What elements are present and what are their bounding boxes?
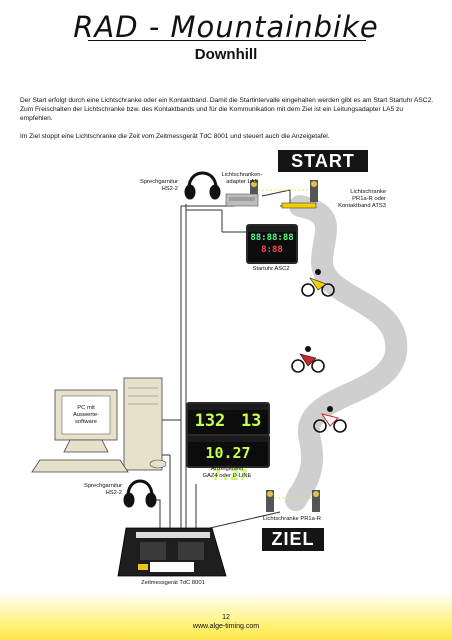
cyclist-3-icon: [313, 406, 347, 433]
finish-photocells: [266, 490, 320, 512]
cyclist-2-icon: [291, 346, 325, 373]
scoreboard-display-2: 10.27 7.27: [186, 434, 270, 484]
label-adapter-la5: Lichtschranken- adapter LA5: [221, 172, 263, 185]
page-title: RAD - Mountainbike: [73, 10, 379, 44]
label-photocell-start: Lichtschranke PR1a-R oder Kontaktband AT…: [338, 189, 386, 209]
label-headset-start: Sprechgarnitur HS2-2: [139, 179, 178, 192]
start-sign: START: [278, 150, 368, 172]
intro-paragraph-2: Im Ziel stoppt eine Lichtschranke die Ze…: [20, 133, 330, 140]
label-startclock: Startuhr ASC2: [252, 266, 290, 272]
page-subtitle: Downhill: [194, 46, 258, 63]
startclock-header: [248, 226, 296, 232]
title-rule: [88, 40, 366, 41]
scoreboard-display-1: 132 13: [186, 402, 270, 436]
scoreboard-1-right: 13: [240, 411, 262, 431]
cyclist-1-icon: [301, 269, 335, 297]
label-photocell-finish: Lichtschranke PR1a-R: [263, 516, 321, 522]
headset-finish: [123, 479, 157, 508]
page-number: 12: [222, 614, 230, 621]
start-photocells: [250, 180, 318, 209]
label-headset-finish: Sprechgarnitur HS2-2: [83, 483, 122, 496]
footer-band: [0, 592, 452, 640]
startclock-line-2: 8:88: [261, 245, 283, 255]
adapter-la5: [225, 193, 259, 207]
label-pc: PC mit Auswerte- software: [72, 405, 100, 425]
footer-website-link[interactable]: www.alge-timing.com: [192, 623, 260, 630]
scoreboard-1-left: 132: [194, 411, 226, 431]
downhill-track: [285, 195, 408, 511]
intro-paragraph-1: Der Start erfolgt durch eine Lichtschran…: [20, 97, 434, 122]
timer-tdc8001: [117, 527, 227, 577]
ziel-sign: ZIEL: [262, 528, 324, 551]
headset-start: [184, 171, 221, 200]
pc-computer: [31, 377, 167, 473]
scoreboard-2-right: 7.27: [211, 466, 249, 484]
scoreboard-2-left: 10.27: [205, 444, 251, 462]
label-timer: Zeitmessgerät TdC 8001: [141, 580, 205, 586]
startclock-line-1: 88:88:88: [250, 233, 294, 243]
label-scoreboard: Anzeigetafel GAZ4 oder D-LINE: [202, 466, 252, 479]
startclock-asc2: 88:88:88 8:88: [246, 224, 298, 264]
